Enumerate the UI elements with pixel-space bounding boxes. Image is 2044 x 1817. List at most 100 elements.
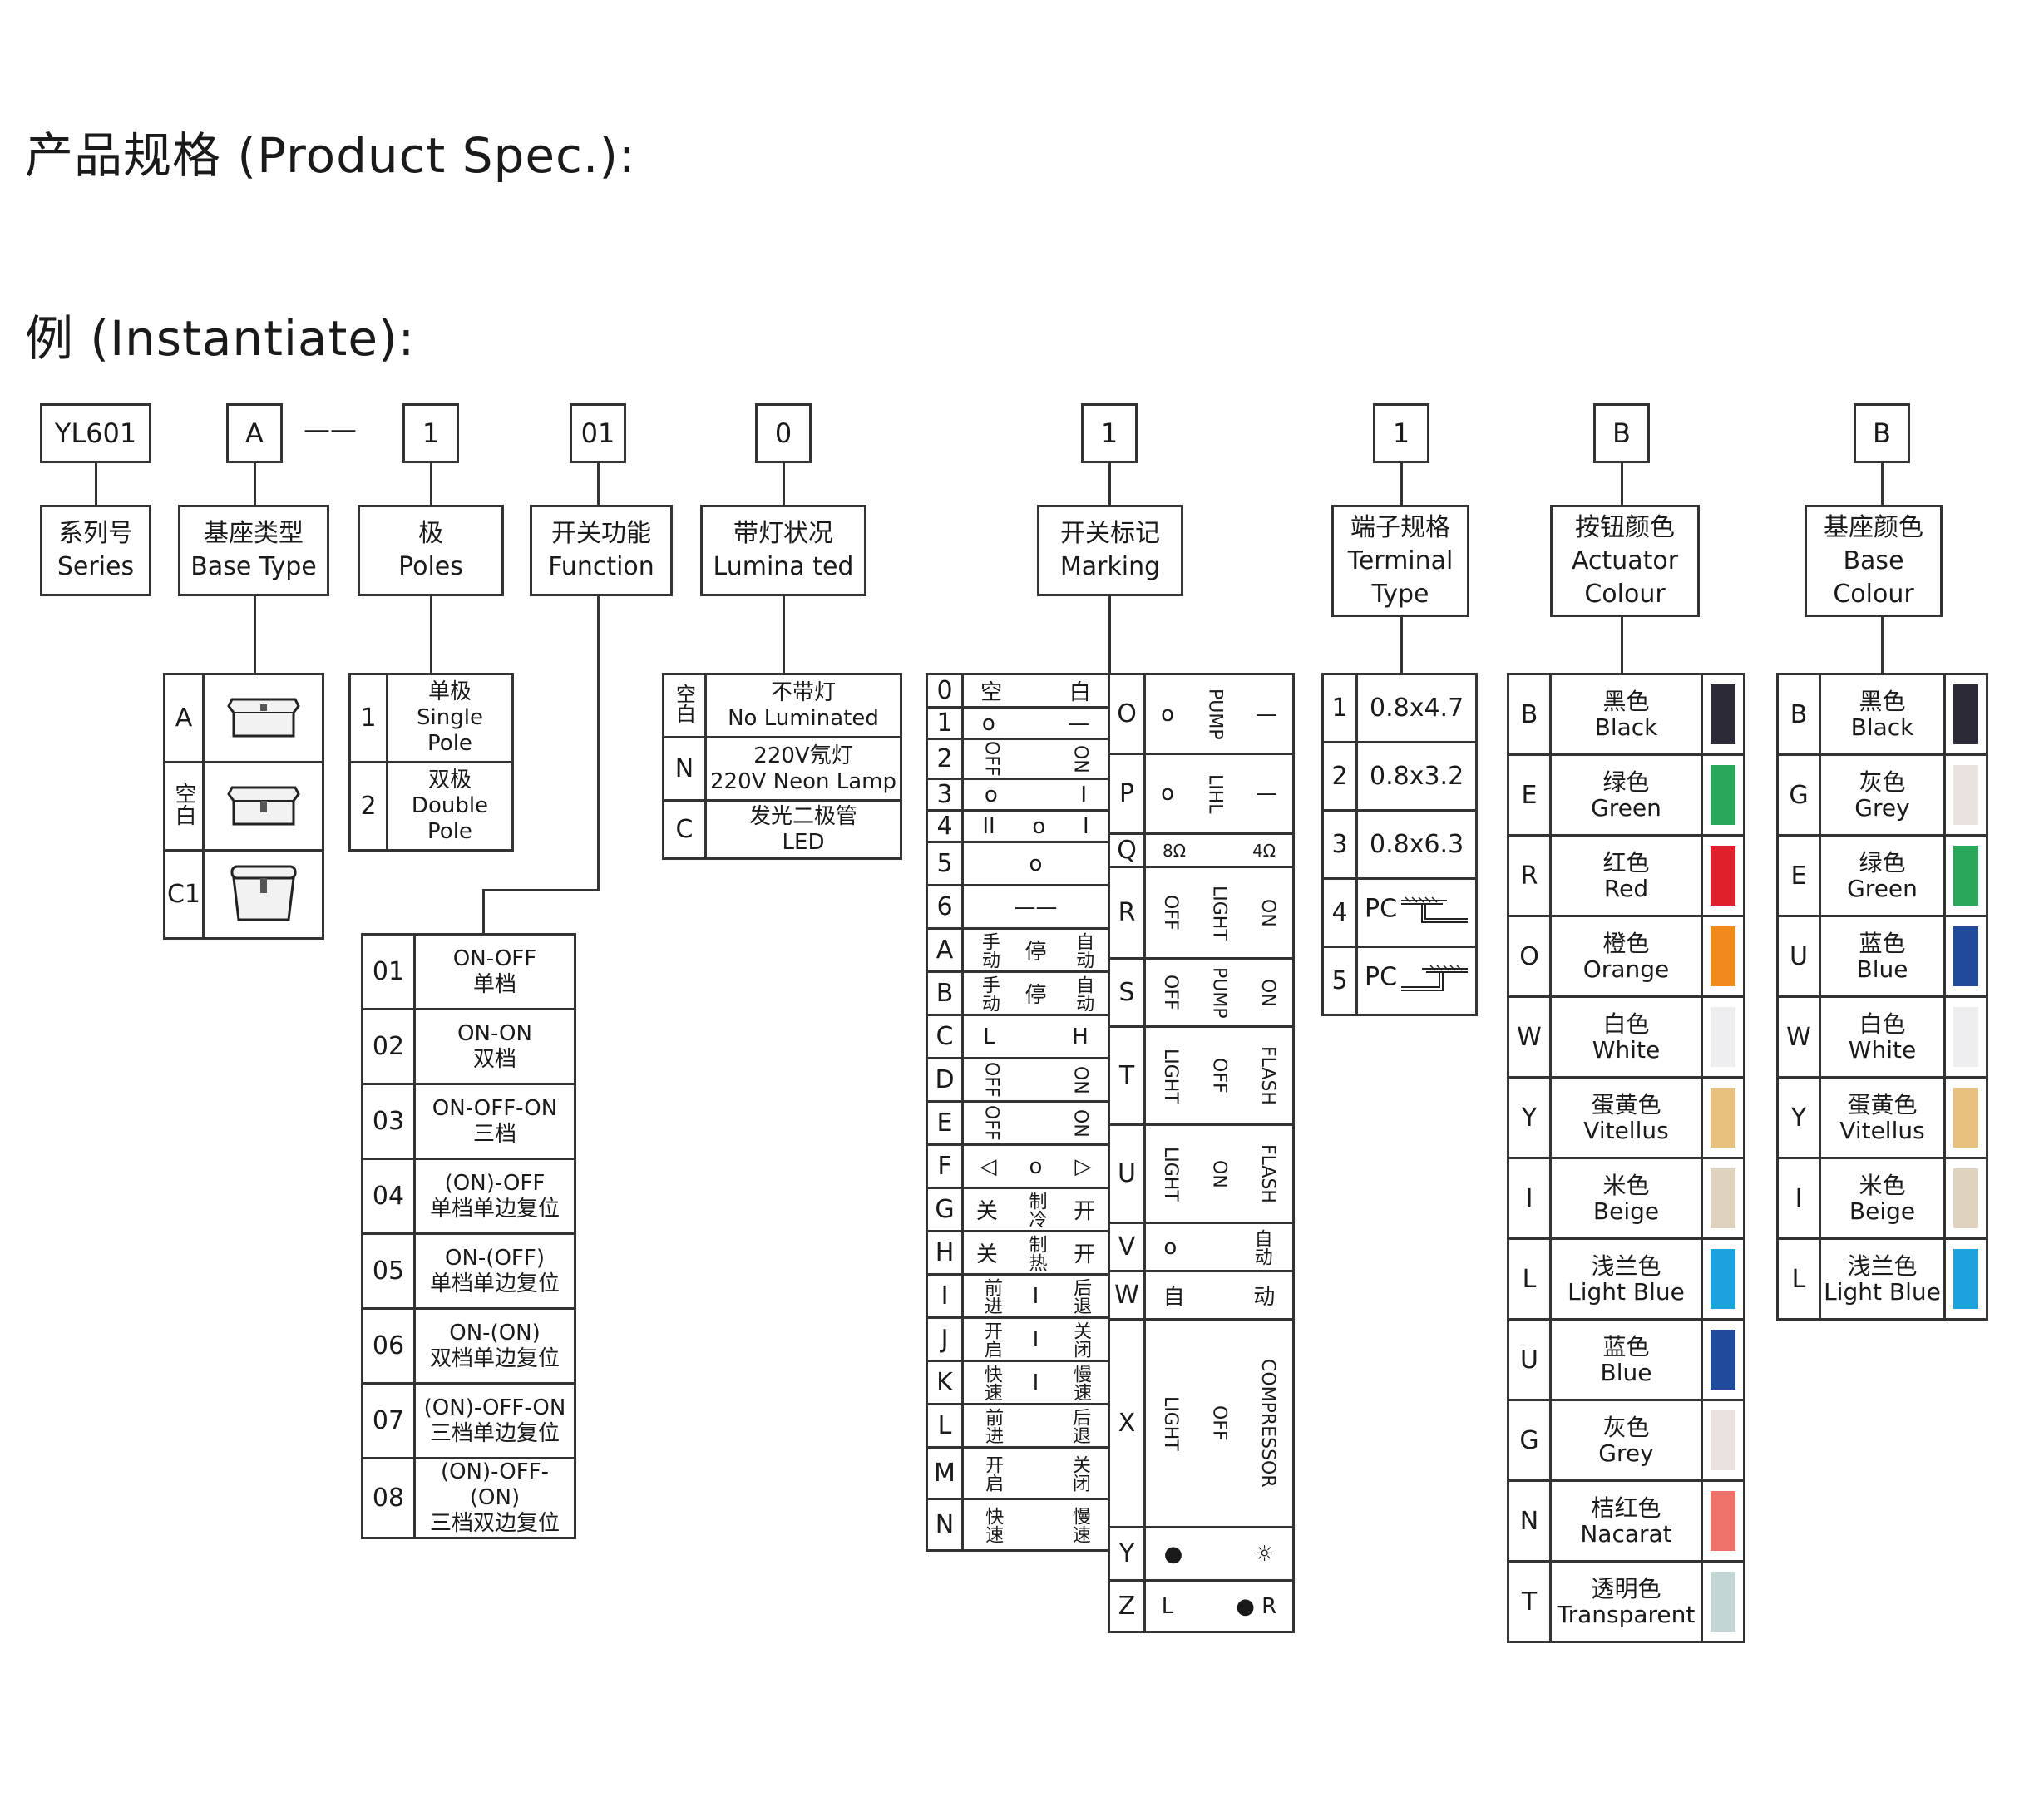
function-l1: (ON)-OFF	[444, 1170, 546, 1196]
marking-code: R	[1108, 866, 1146, 960]
label-function-en: Function	[548, 552, 654, 581]
colour-code: U	[1507, 1318, 1552, 1401]
colour-swatch	[1711, 1572, 1735, 1632]
colour-code: G	[1776, 753, 1821, 837]
base-type-table: A 空白 C1	[163, 673, 324, 940]
colour-cn: 蓝色	[1859, 930, 1906, 957]
marking-code: M	[926, 1446, 964, 1500]
colour-swatch	[1711, 1168, 1735, 1228]
marking-symbol: 开	[1074, 1199, 1096, 1224]
colour-cn: 白色	[1602, 1010, 1650, 1038]
colour-code: O	[1507, 915, 1552, 998]
function-l2: 单档单边复位	[429, 1271, 560, 1296]
marking-symbol-group: 自动	[1146, 1280, 1292, 1311]
table-row: 2 双极 Double Pole	[348, 761, 514, 852]
table-row: 空白	[163, 761, 324, 852]
table-row: C1	[163, 849, 324, 940]
marking-code: L	[926, 1403, 964, 1449]
marking-code: U	[1108, 1123, 1146, 1224]
marking-symbol: 手动	[978, 975, 1000, 1012]
colour-cn: 桔红色	[1591, 1494, 1661, 1522]
lamp-l2: LED	[782, 829, 825, 855]
marking-symbol-group: ——	[964, 895, 1108, 920]
colour-swatch	[1711, 1410, 1735, 1470]
marking-symbol: II	[982, 813, 995, 839]
colour-en: Grey	[1854, 794, 1910, 822]
colour-en: Green	[1847, 875, 1918, 902]
marking-symbol: o	[1029, 851, 1043, 876]
code-box-series: YL601	[40, 403, 151, 463]
colour-swatch-cell	[1701, 673, 1745, 756]
marking-symbol: PUMP	[1208, 966, 1230, 1019]
marking-symbol: 自动	[1073, 931, 1094, 969]
marking-symbol: 关闭	[1070, 1321, 1092, 1358]
marking-symbol: 8Ω	[1162, 840, 1186, 861]
rocker-switch-c1-icon	[202, 849, 324, 940]
code-box-poles: 1	[402, 403, 459, 463]
label-marking: 开关标记 Marking	[1037, 505, 1183, 596]
marking-symbol: o	[1161, 781, 1175, 807]
marking-symbol-group: 关制热开	[964, 1235, 1108, 1271]
marking-symbols: ◁o▷	[961, 1143, 1110, 1189]
marking-symbol: ON	[1257, 978, 1279, 1007]
colour-swatch-cell	[1943, 1076, 1988, 1159]
marking-code: T	[1108, 1025, 1146, 1126]
lamp-l1: 220V氖灯	[753, 743, 853, 768]
colour-code: Y	[1776, 1076, 1821, 1159]
marking-symbols: o	[961, 841, 1110, 886]
marking-symbols: o—	[961, 706, 1110, 740]
colour-swatch-cell	[1701, 1157, 1745, 1240]
colour-swatch	[1953, 684, 1978, 744]
marking-symbol: ◁	[980, 1153, 997, 1179]
marking-symbol-group: 前进后退	[964, 1408, 1108, 1444]
marking-symbol: 4Ω	[1252, 840, 1276, 861]
marking-code: J	[926, 1316, 964, 1362]
terminal-spec: 0.8x4.7	[1355, 673, 1478, 743]
colour-en: Red	[1603, 875, 1649, 902]
marking-symbol: 慢速	[1069, 1506, 1090, 1543]
colour-swatch-cell	[1943, 753, 1988, 837]
marking-symbol: LIGHT	[1159, 1146, 1181, 1202]
marking-symbol-group: L● R	[1146, 1594, 1292, 1619]
terminal-code: 2	[1321, 741, 1358, 812]
marking-symbol: o	[1163, 1234, 1178, 1260]
colour-en: Beige	[1592, 1197, 1660, 1225]
label-luminated-en: Lumina ted	[713, 552, 854, 581]
marking-symbol-group: 手动停自动	[964, 932, 1108, 969]
colour-cn: 浅兰色	[1847, 1252, 1918, 1280]
lamp-l2: 220V Neon Lamp	[709, 768, 897, 794]
pole-cn: 双极	[427, 768, 472, 792]
colour-cn: 黑色	[1602, 688, 1650, 715]
